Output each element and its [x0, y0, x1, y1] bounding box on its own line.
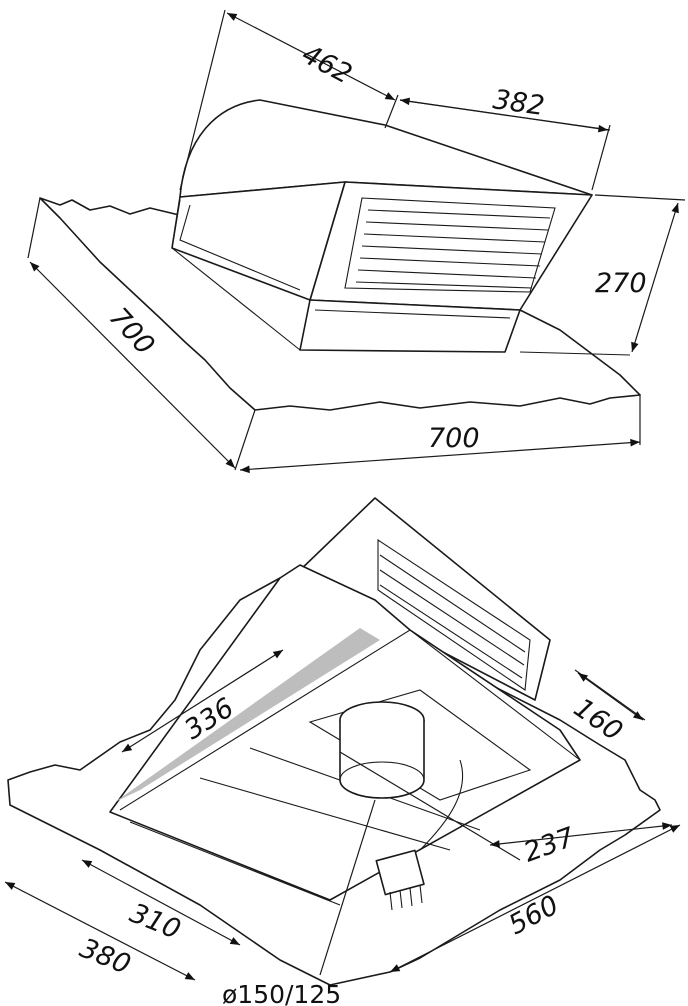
- bottom-dimension-lines: [4, 649, 681, 981]
- dim-270: 270: [595, 268, 647, 299]
- dim-duct-diameter: ø150/125: [222, 980, 341, 1006]
- dim-462: 462: [297, 39, 357, 91]
- dim-700-front: 700: [428, 423, 480, 454]
- top-dimension-lines: [27, 9, 686, 474]
- dim-380: 380: [75, 933, 134, 981]
- dim-382: 382: [491, 84, 546, 122]
- dim-310: 310: [125, 898, 184, 946]
- top-hood-body: [171, 99, 631, 356]
